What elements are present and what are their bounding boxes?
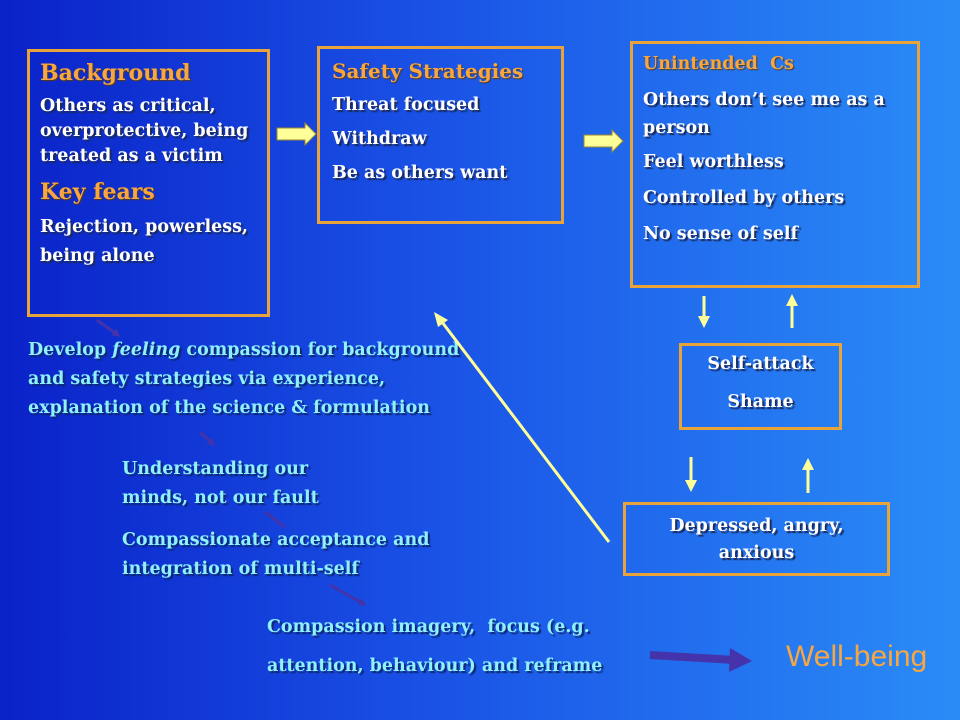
safety-item: Withdraw <box>332 129 427 149</box>
background-text: Others as critical, overprotective, bein… <box>40 96 249 166</box>
safety-heading: Safety Strategies <box>332 59 524 83</box>
safety-strategies-box: Safety Strategies Threat focused Withdra… <box>317 46 564 224</box>
depressed-text: Depressed, angry, anxious <box>669 516 844 563</box>
arrow-up-to-unintended <box>786 294 798 328</box>
develop-prefix: Develop <box>28 340 113 360</box>
arrow-down-to-self-attack <box>698 296 710 328</box>
imagery-line-2: attention, behaviour) and reframe <box>267 656 603 676</box>
safety-item: Threat focused <box>332 95 480 115</box>
purple-arrow-4 <box>329 583 367 606</box>
arrow-depressed-to-safety <box>434 312 611 543</box>
background-heading: Background <box>40 60 191 86</box>
arrow-to-wellbeing <box>649 648 752 672</box>
unintended-consequences-box: Unintended Cs Others don’t see me as a p… <box>630 41 920 288</box>
develop-compassion-text: Develop feeling compassion for backgroun… <box>28 336 468 423</box>
unintended-item: Others don’t see me as a person <box>643 90 885 138</box>
arrow-down-to-depressed <box>685 457 697 492</box>
unintended-item: Controlled by others <box>643 188 845 208</box>
self-attack-label: Self-attack <box>707 354 814 374</box>
develop-emphasis: feeling <box>112 340 181 360</box>
purple-arrow-1 <box>96 318 121 337</box>
develop-suffix: compassion for background and safety str… <box>28 340 460 418</box>
understanding-text: Understanding our minds, not our fault <box>122 459 319 508</box>
purple-arrow-3 <box>264 510 286 529</box>
unintended-item: No sense of self <box>643 224 799 244</box>
key-fears-text: Rejection, powerless, being alone <box>40 217 249 266</box>
unintended-item: Feel worthless <box>643 152 784 172</box>
key-fears-heading: Key fears <box>40 179 155 205</box>
depressed-box: Depressed, angry, anxious <box>623 502 890 576</box>
acceptance-text: Compassionate acceptance and integration… <box>122 530 430 579</box>
purple-arrow-2 <box>198 430 216 447</box>
imagery-line-1: Compassion imagery, focus (e.g. <box>267 617 590 637</box>
shame-label: Shame <box>727 392 794 412</box>
wellbeing-label: Well-being <box>786 640 928 673</box>
background-box: Background Others as critical, overprote… <box>27 49 270 317</box>
safety-item: Be as others want <box>332 163 508 183</box>
unintended-heading: Unintended Cs <box>643 54 794 74</box>
block-arrow-to-safety <box>276 121 317 147</box>
arrow-up-to-self-attack <box>802 458 814 493</box>
block-arrow-to-unintended <box>583 128 624 154</box>
self-attack-shame-box: Self-attack Shame <box>679 343 842 430</box>
